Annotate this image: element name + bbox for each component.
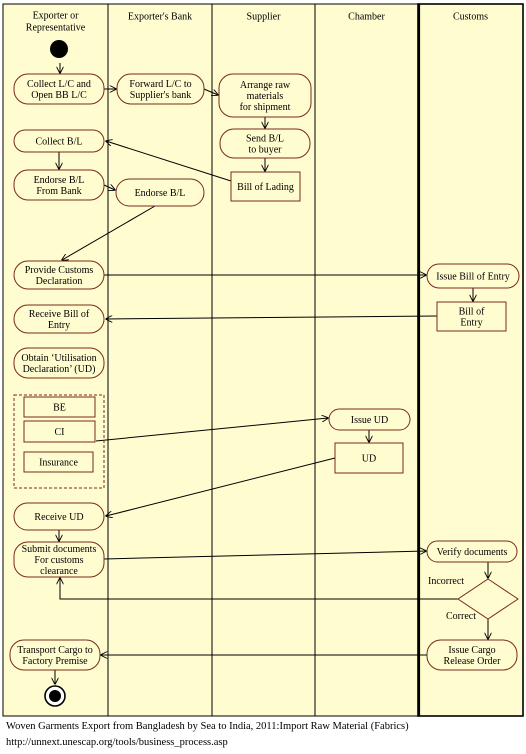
document-group [13,394,105,489]
caption-url: http://unnext.unescap.org/tools/business… [6,737,228,748]
flow-forward-to-arrange [203,88,218,95]
lane-customs: Customs [417,3,524,717]
lane-bank: Exporter's Bank [107,3,213,717]
bill-of-lading-label: Bill of Lading [237,182,294,193]
issue-ud-activity: Issue UD [328,408,411,431]
insurance-doc-document: Insurance [23,451,94,473]
lane-chamber: Chamber [314,3,419,717]
start-node [50,40,68,58]
be-doc-document: BE [23,396,96,418]
collect-bl-label: Collect B/L [36,137,83,148]
receive-ud-activity: Receive UD [13,502,105,531]
guard-incorrect: Incorrect [428,576,464,587]
ud-doc-document: UD [334,442,404,474]
ci-doc-document: CI [23,420,96,443]
issue-boe-label: Issue Bill of Entry [436,272,510,283]
lane-header-supplier: Supplier [247,12,282,23]
guard-correct: Correct [446,611,476,622]
lane-header-bank: Exporter's Bank [128,12,192,23]
collect-bl-activity: Collect B/L [13,129,105,153]
flow-endorse-to-bank [103,185,115,190]
insurance-doc-label: Insurance [39,458,78,469]
flow-ud-to-receive [106,457,336,516]
verify-docs-label: Verify documents [437,547,508,558]
flow-submit-to-verify [103,551,426,560]
be-doc-label: BE [53,403,66,414]
caption-title: Woven Garments Export from Bangladesh by… [6,721,409,732]
endorse-bl-label: Endorse B/L [135,188,186,199]
bill-of-lading-document: Bill of Lading [230,171,301,202]
lane-header-chamber: Chamber [348,12,385,23]
issue-boe-activity: Issue Bill of Entry [426,263,520,289]
lane-header-customs: Customs [453,12,488,23]
decision-diamond [457,578,519,620]
flow-doc-to-receive [106,316,438,319]
flow-bank-to-provide [62,205,156,260]
flow-incorrect-loop [60,578,458,600]
end-node [44,685,66,707]
endorse-bl-activity: Endorse B/L [115,178,205,207]
issue-ud-label: Issue UD [351,415,389,426]
ci-doc-label: CI [55,427,65,438]
flow-bol-to-collect-bl [106,141,232,182]
ud-doc-label: UD [362,454,376,465]
receive-ud-label: Receive UD [34,512,83,523]
verify-docs-activity: Verify documents [426,540,518,563]
flow-docs-to-issueud [95,418,328,442]
